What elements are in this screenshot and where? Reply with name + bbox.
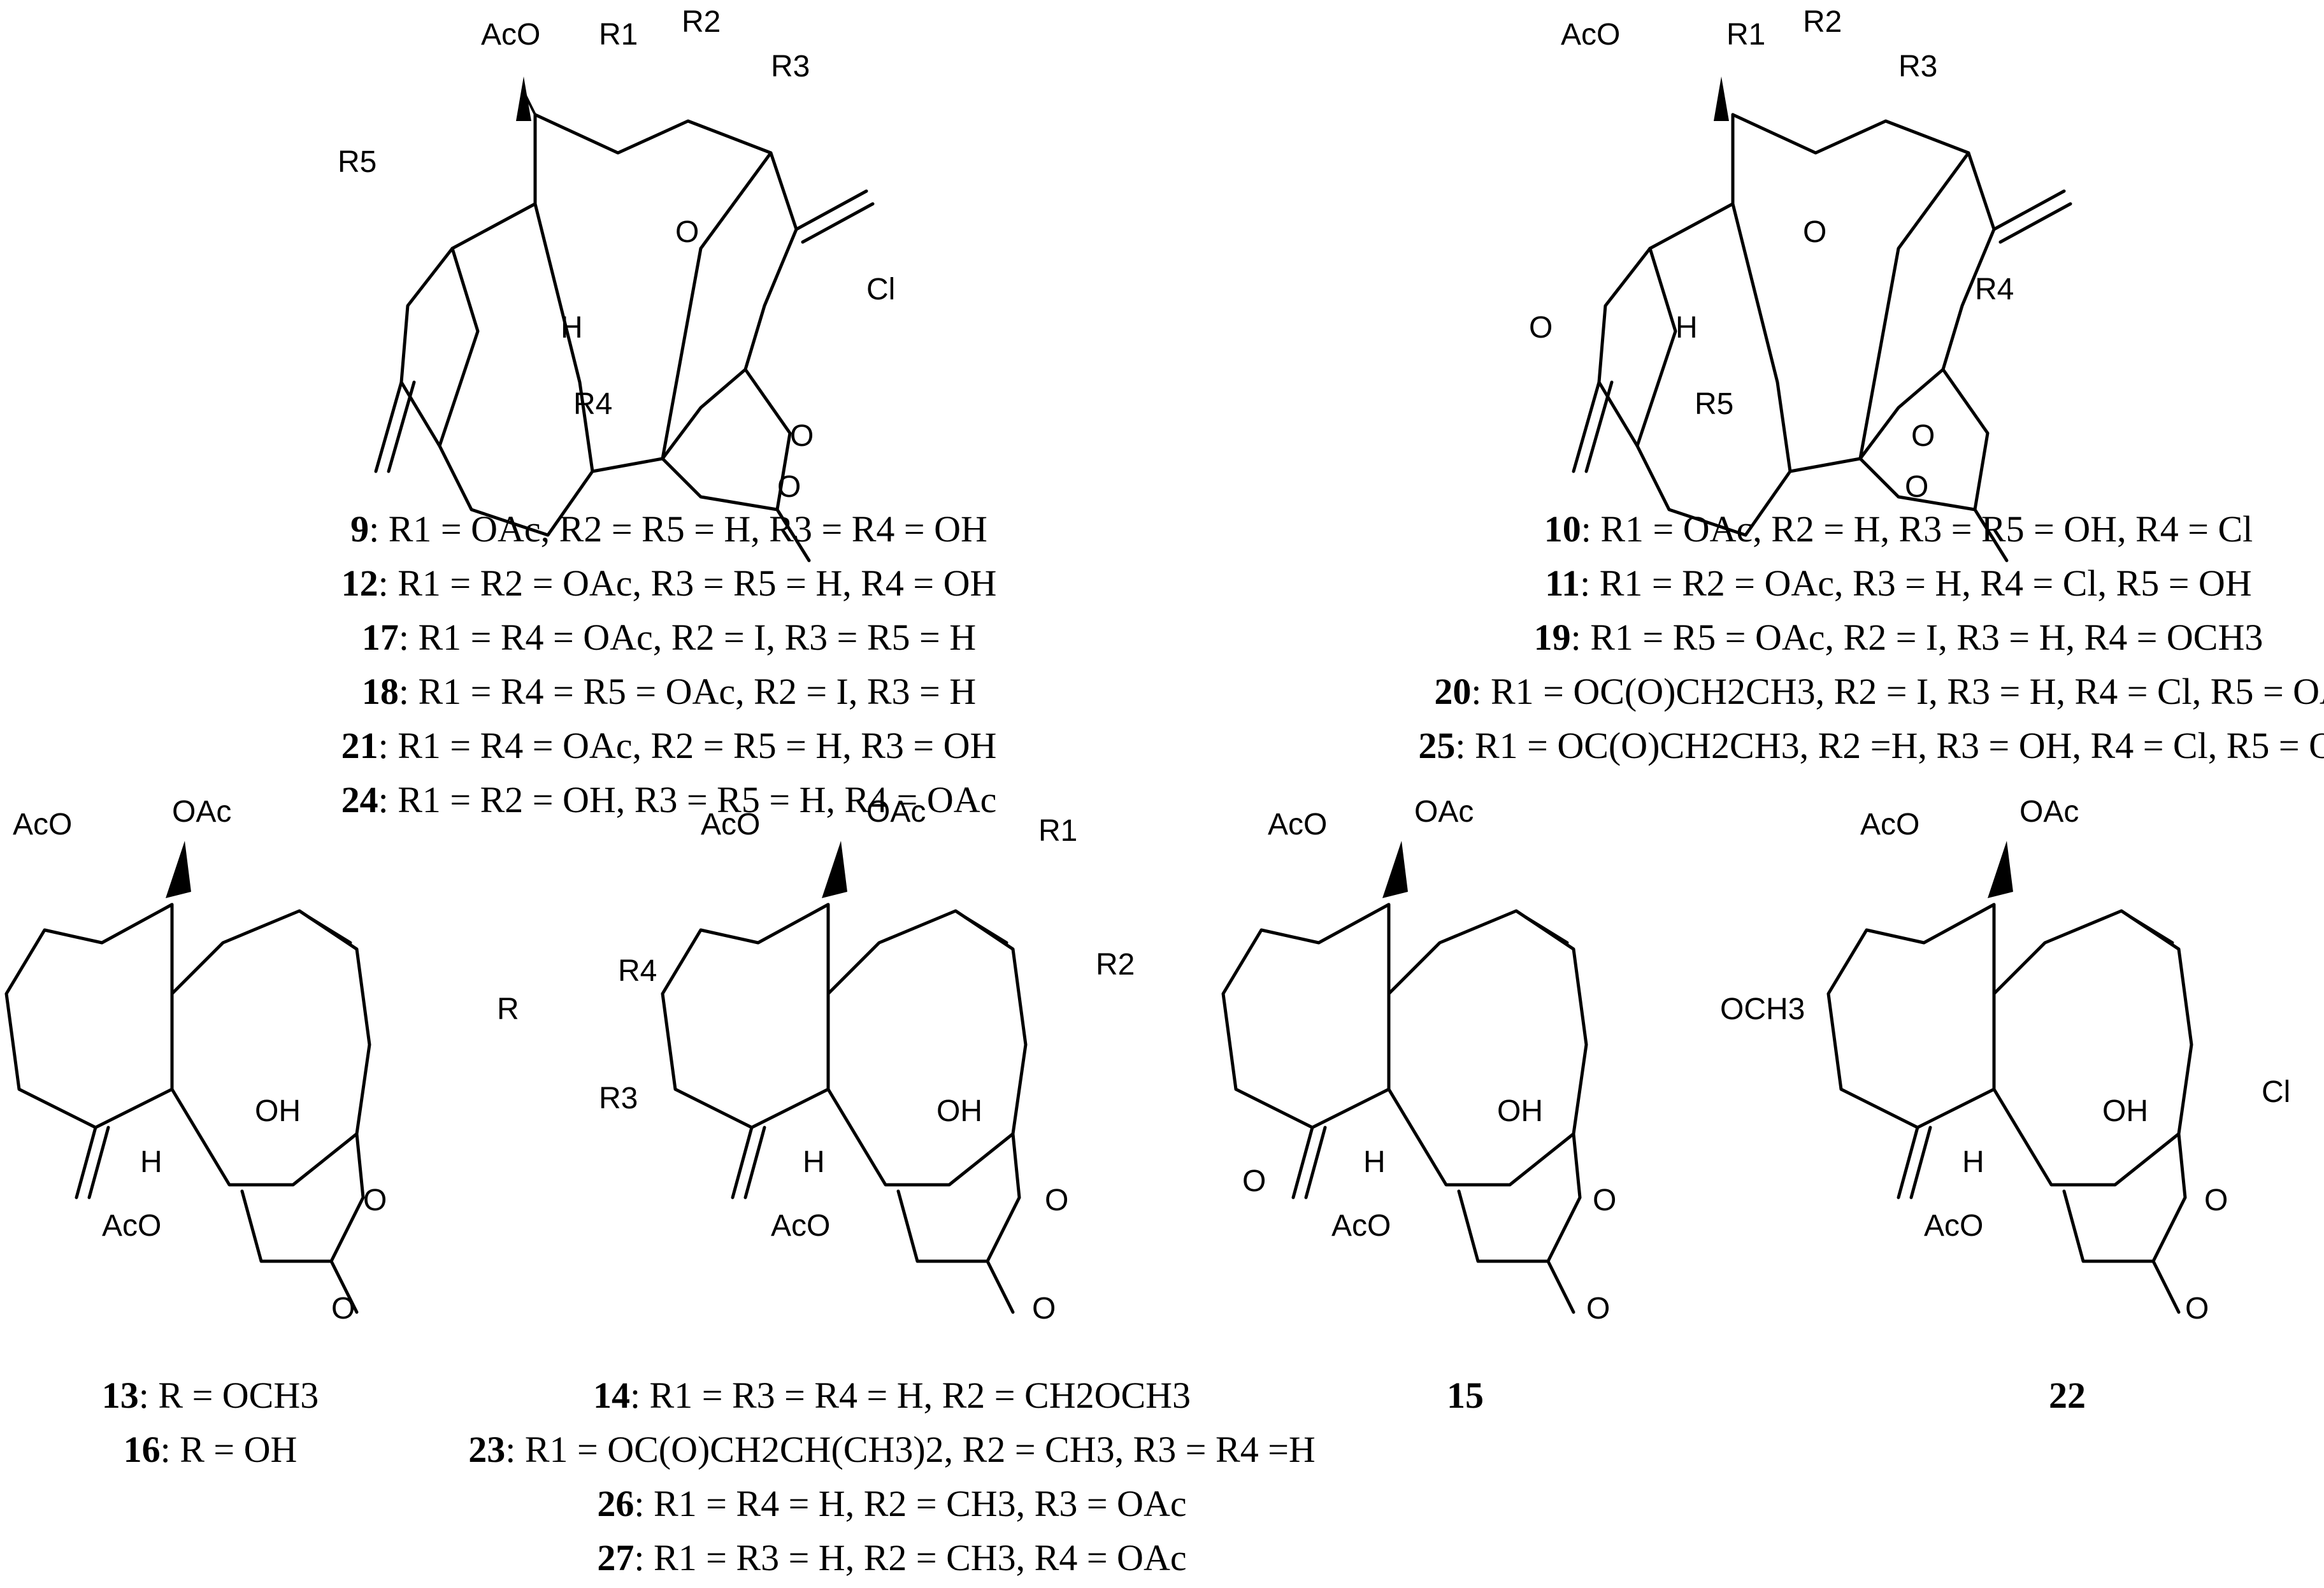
atom-h: H: [1962, 1145, 1984, 1179]
legend-line: 22: [2049, 1375, 2086, 1416]
legend-line: 21: R1 = R4 = OAc, R2 = R5 = H, R3 = OH: [341, 725, 997, 766]
atom-oh: OH: [255, 1094, 301, 1128]
atom-o-bridge: O: [1803, 215, 1826, 249]
atom-r3: R3: [771, 50, 810, 83]
atom-oac-top: OAc: [172, 795, 231, 829]
legend-structure-1: 9: R1 = OAc, R2 = R5 = H, R3 = R4 = OH 1…: [341, 508, 997, 820]
structure-5: AcO OAc OCH3 OH O H AcO O O: [1223, 795, 1805, 1326]
atom-o-carbonyl: O: [1586, 1292, 1610, 1326]
atom-r1: R1: [1038, 814, 1077, 848]
atom-o-bridge: O: [675, 215, 699, 249]
legend-line: 9: R1 = OAc, R2 = R5 = H, R3 = R4 = OH: [350, 508, 987, 550]
atom-o-ring: O: [363, 1184, 387, 1217]
atom-oac-top: OAc: [1414, 795, 1474, 829]
wedge-r1-bond: [516, 76, 531, 121]
atom-cl: Cl: [2262, 1075, 2290, 1109]
atom-o-ring: O: [1911, 419, 1935, 453]
atom-aco-bottom: AcO: [102, 1209, 161, 1243]
atom-aco-bottom: AcO: [771, 1209, 830, 1243]
wedge-oac-top-bond: [822, 841, 847, 898]
structure-3: AcO OAc R OH H AcO O O: [6, 795, 519, 1326]
atom-r4: R4: [573, 387, 612, 421]
atom-h: H: [140, 1145, 162, 1179]
legend-structure-4: 14: R1 = R3 = R4 = H, R2 = CH2OCH3 23: R…: [468, 1375, 1316, 1578]
atom-o-carbonyl: O: [1032, 1292, 1056, 1326]
atom-o-ring: O: [1593, 1184, 1616, 1217]
legend-structure-2: 10: R1 = OAc, R2 = H, R3 = R5 = OH, R4 =…: [1418, 508, 2324, 766]
structure-4: AcO OAc R1 R2 R4 R3 OH H AcO O O: [599, 795, 1135, 1326]
legend-line: 18: R1 = R4 = R5 = OAc, R2 = I, R3 = H: [362, 671, 976, 712]
atom-o-ring: O: [1045, 1184, 1068, 1217]
atom-o-carbonyl: O: [777, 470, 801, 504]
wedge-r1-bond: [1714, 76, 1729, 121]
atom-oh: OH: [936, 1094, 982, 1128]
legend-line: 16: R = OH: [124, 1429, 298, 1470]
atom-r5: R5: [1695, 387, 1733, 421]
atom-oac-top: OAc: [2019, 795, 2079, 829]
atom-o-carbonyl: O: [2185, 1292, 2209, 1326]
atom-aco-left: AcO: [701, 808, 760, 841]
legend-line: 24: R1 = R2 = OH, R3 = R5 = H, R4 = OAc: [341, 779, 997, 820]
atom-o-carbonyl: O: [331, 1292, 355, 1326]
atom-aco-bottom: AcO: [1331, 1209, 1391, 1243]
legend-line: 14: R1 = R3 = R4 = H, R2 = CH2OCH3: [593, 1375, 1191, 1416]
atom-oh: OH: [1497, 1094, 1543, 1128]
atom-oac-top: OAc: [866, 795, 926, 829]
atom-och3: OCH3: [1720, 992, 1805, 1026]
legend-line: 25: R1 = OC(O)CH2CH3, R2 =H, R3 = OH, R4…: [1418, 725, 2324, 766]
legend-line: 13: R = OCH3: [102, 1375, 319, 1416]
legend-line: 19: R1 = R5 = OAc, R2 = I, R3 = H, R4 = …: [1534, 617, 2263, 658]
atom-r4: R4: [618, 954, 657, 988]
atom-o-carbonyl: O: [1905, 470, 1928, 504]
atom-r3: R3: [1898, 50, 1937, 83]
atom-aco-left: AcO: [13, 808, 72, 841]
legend-line: 23: R1 = OC(O)CH2CH(CH3)2, R2 = CH3, R3 …: [468, 1429, 1316, 1470]
structure-6: AcO OAc OH Cl H AcO O O: [1828, 795, 2290, 1326]
atom-h: H: [1675, 311, 1698, 345]
atom-oac-top: AcO: [481, 18, 540, 52]
atom-h: H: [561, 311, 583, 345]
structure-1: AcO R1 R2 R3 R5 O Cl H R4 O O: [338, 5, 895, 561]
atom-h: H: [1363, 1145, 1386, 1179]
legend-line: 27: R1 = R3 = H, R2 = CH3, R4 = OAc: [597, 1537, 1186, 1578]
legend-line: 26: R1 = R4 = H, R2 = CH3, R3 = OAc: [597, 1483, 1186, 1524]
atom-o-ring: O: [790, 419, 814, 453]
wedge-oac-top-bond: [1382, 841, 1408, 898]
atom-r4: R4: [1975, 273, 2014, 306]
atom-r2: R2: [682, 5, 721, 39]
atom-cl: Cl: [866, 273, 895, 306]
legend-line: 17: R1 = R4 = OAc, R2 = I, R3 = R5 = H: [362, 617, 976, 658]
legend-line: 20: R1 = OC(O)CH2CH3, R2 = I, R3 = H, R4…: [1434, 671, 2324, 712]
atom-r2: R2: [1096, 948, 1135, 982]
legend-structure-3: 13: R = OCH3 16: R = OH: [102, 1375, 319, 1470]
legend-line: 15: [1447, 1375, 1484, 1416]
atom-aco-bottom: AcO: [1924, 1209, 1983, 1243]
atom-aco-left: AcO: [1860, 808, 1919, 841]
atom-o-ring: O: [2204, 1184, 2228, 1217]
wedge-oac-top-bond: [1988, 841, 2013, 898]
atom-r2: R2: [1803, 5, 1842, 39]
atom-aco-left: AcO: [1268, 808, 1327, 841]
atom-r1: R1: [599, 18, 638, 52]
atom-oac-top: AcO: [1561, 18, 1620, 52]
legend-line: 12: R1 = R2 = OAc, R3 = R5 = H, R4 = OH: [341, 562, 997, 604]
structure-2: AcO R1 R2 R3 O R4 O H R5 O O: [1529, 5, 2070, 561]
legend-structure-6: 22: [2049, 1375, 2086, 1416]
atom-r3: R3: [599, 1082, 638, 1115]
atom-o-epox: O: [1529, 311, 1553, 345]
atom-r1: R1: [1726, 18, 1765, 52]
wedge-oac-top-bond: [166, 841, 191, 898]
atom-oh: OH: [2102, 1094, 2148, 1128]
legend-line: 11: R1 = R2 = OAc, R3 = H, R4 = Cl, R5 =…: [1545, 562, 2251, 604]
atom-o-epox: O: [1242, 1164, 1266, 1198]
atom-h: H: [803, 1145, 825, 1179]
atom-r: R: [497, 992, 519, 1026]
legend-structure-5: 15: [1447, 1375, 1484, 1416]
atom-r5: R5: [338, 145, 377, 179]
legend-line: 10: R1 = OAc, R2 = H, R3 = R5 = OH, R4 =…: [1544, 508, 2253, 550]
